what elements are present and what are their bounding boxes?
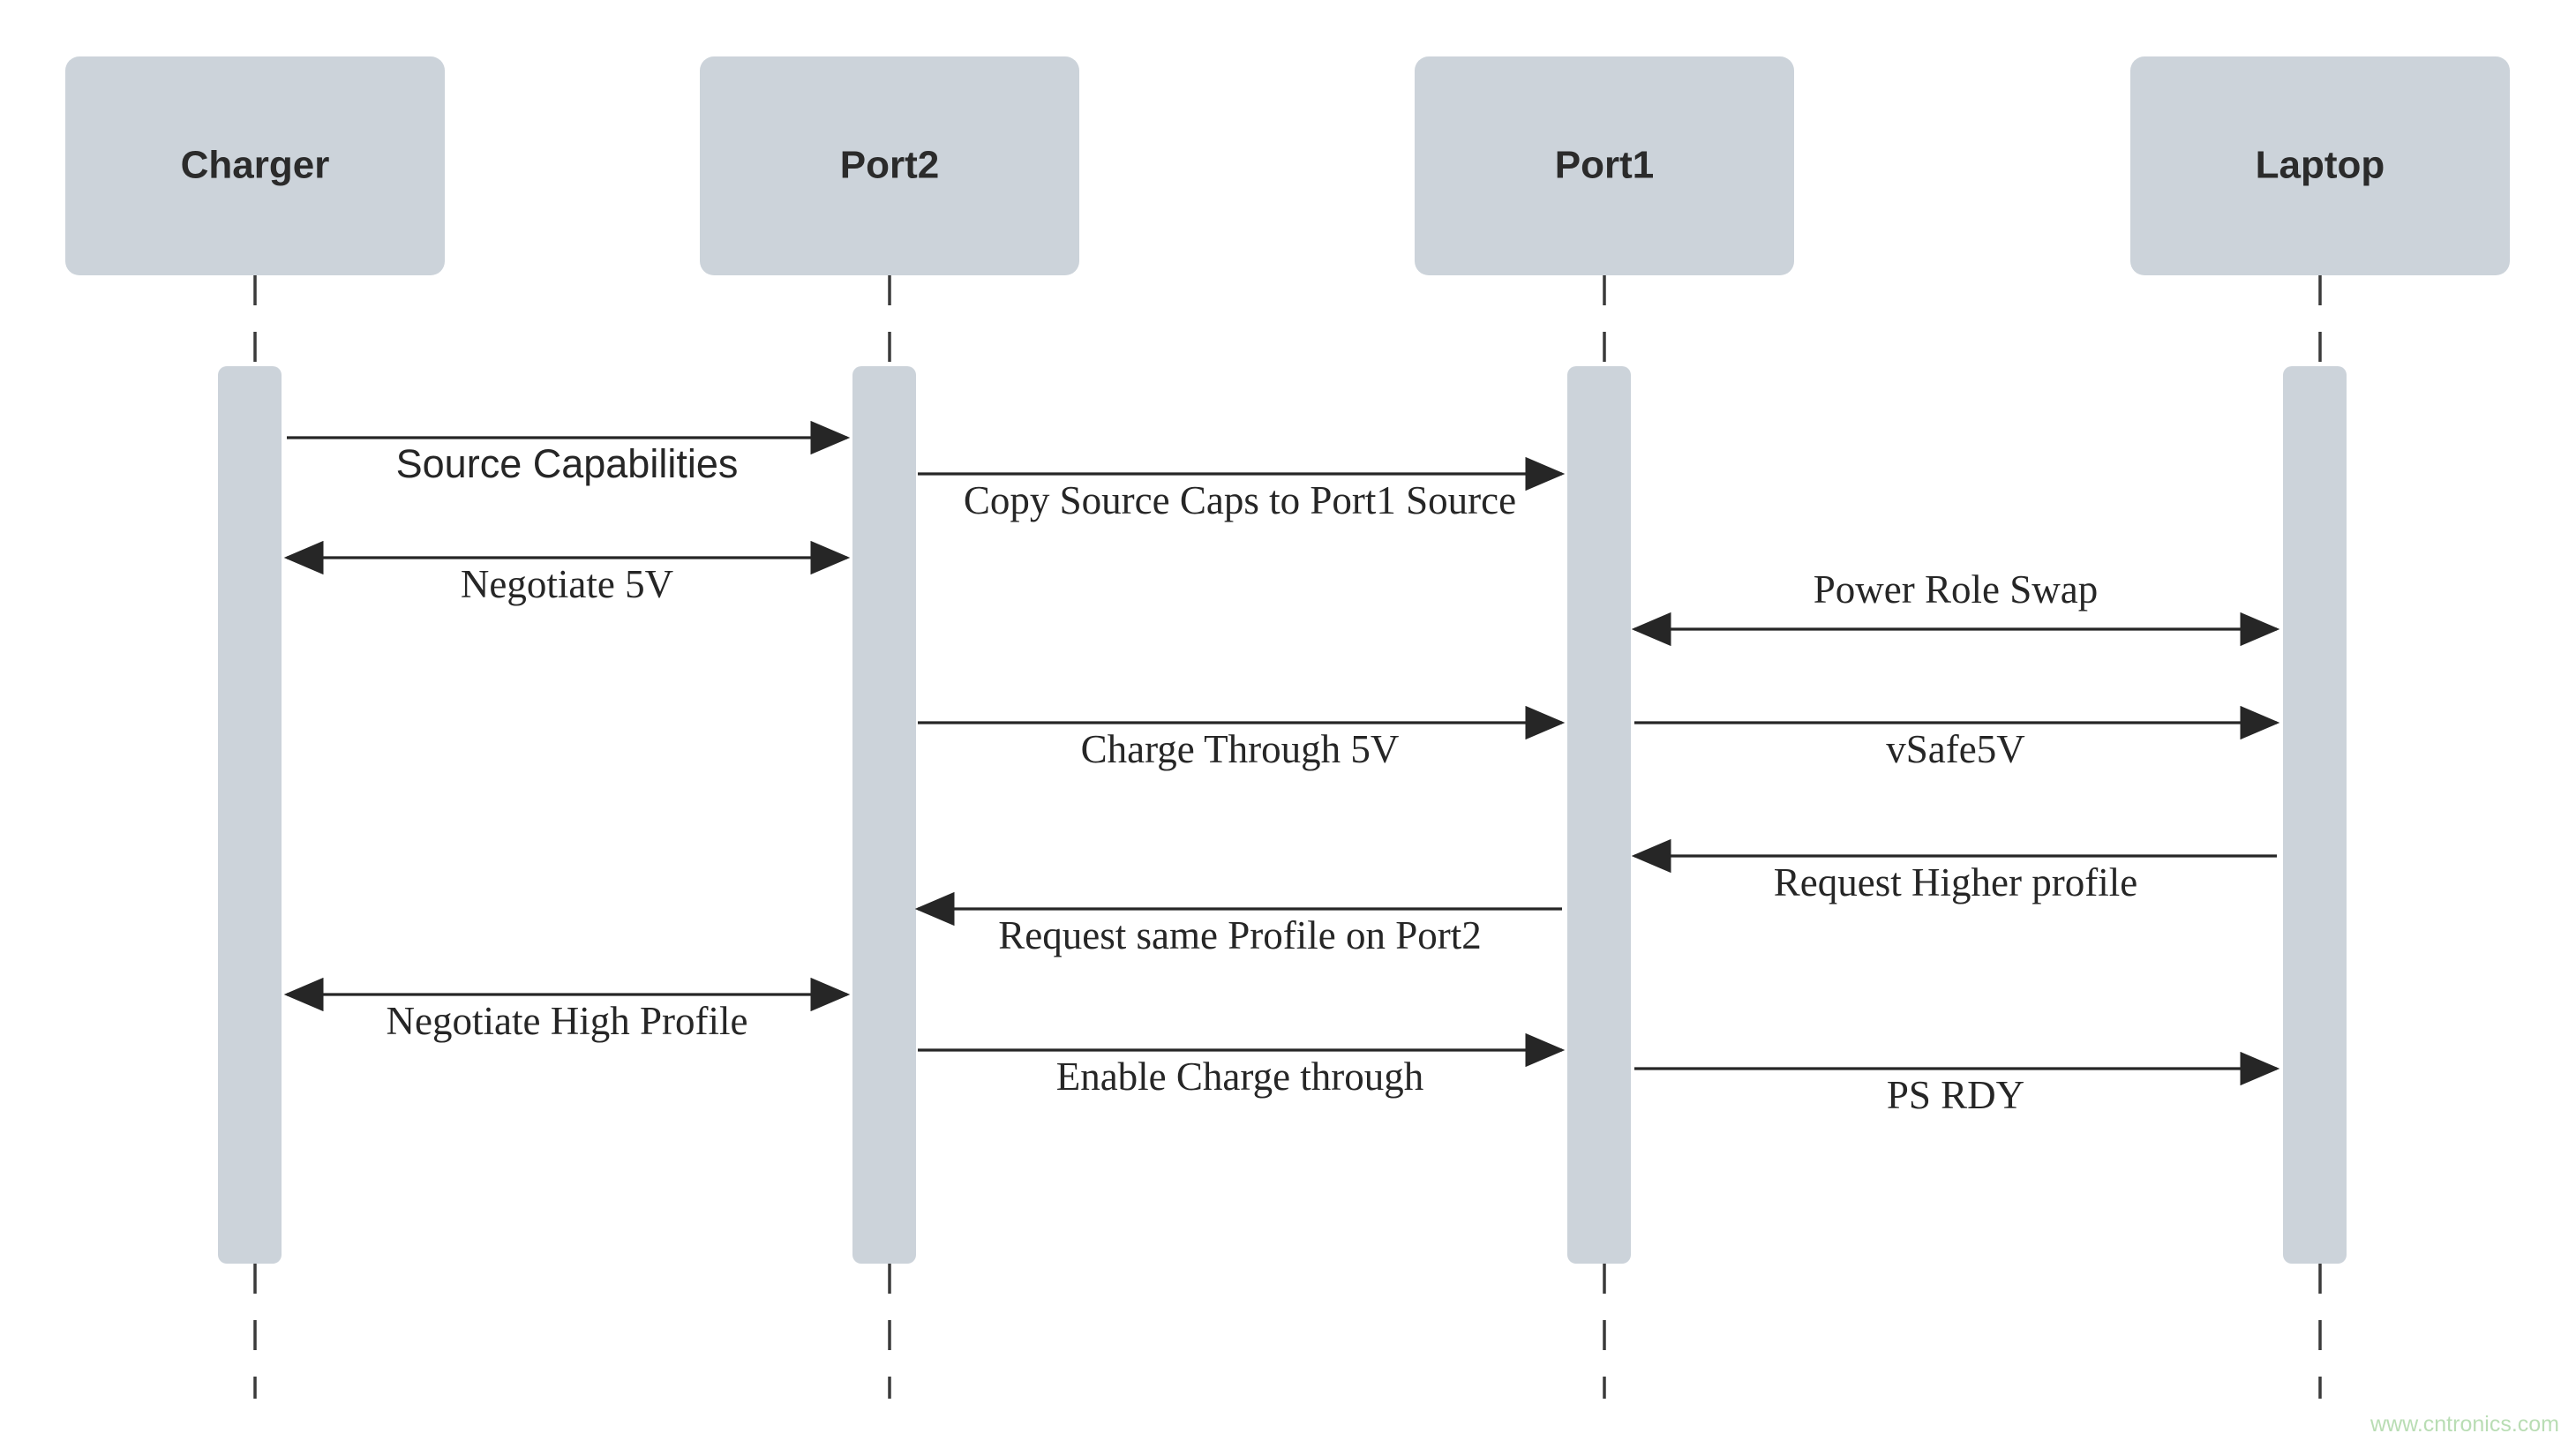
activation-bar-port2 [852, 366, 916, 1264]
participant-box-laptop[interactable] [2130, 56, 2510, 275]
message-label-m9: Negotiate High Profile [387, 999, 748, 1043]
participant-label-port1: Port1 [1555, 144, 1654, 187]
activation-bar-charger [218, 366, 282, 1264]
watermark: www.cntronics.com [2369, 1412, 2559, 1437]
message-label-m8: Request same Profile on Port2 [998, 913, 1481, 957]
message-m11[interactable]: PS RDY [1634, 1051, 2280, 1117]
activations-layer [218, 366, 2347, 1264]
message-label-m6: vSafe5V [1886, 727, 2024, 771]
message-m4[interactable]: Power Role Swap [1631, 567, 2280, 647]
participant-box-port2[interactable] [700, 56, 1079, 275]
participant-label-charger: Charger [181, 144, 330, 187]
participant-charger[interactable]: Charger [65, 56, 445, 275]
message-m9[interactable]: Negotiate High Profile [283, 977, 851, 1043]
participant-laptop[interactable]: Laptop [2130, 56, 2510, 275]
message-label-m2: Copy Source Caps to Port1 Source [964, 478, 1516, 522]
message-label-m10: Enable Charge through [1056, 1054, 1424, 1099]
participant-label-laptop: Laptop [2256, 144, 2385, 187]
message-m2[interactable]: Copy Source Caps to Port1 Source [918, 456, 1566, 522]
participant-box-port1[interactable] [1415, 56, 1794, 275]
message-label-m7: Request Higher profile [1774, 860, 2137, 904]
participants-layer: Charger Port2 Port1 Laptop [65, 56, 2510, 275]
message-label-m1: Source Capabilities [396, 441, 739, 486]
message-label-m5: Charge Through 5V [1081, 727, 1400, 771]
message-m3[interactable]: Negotiate 5V [283, 540, 851, 606]
message-label-m3: Negotiate 5V [461, 562, 673, 606]
participant-port2[interactable]: Port2 [700, 56, 1079, 275]
participant-port1[interactable]: Port1 [1415, 56, 1794, 275]
lifelines-layer [253, 275, 2322, 1399]
message-label-m11: PS RDY [1887, 1073, 2024, 1117]
message-m8[interactable]: Request same Profile on Port2 [914, 891, 1562, 957]
message-m7[interactable]: Request Higher profile [1631, 838, 2277, 904]
message-m1[interactable]: Source Capabilities [287, 420, 851, 486]
message-m5[interactable]: Charge Through 5V [918, 705, 1566, 771]
message-m6[interactable]: vSafe5V [1634, 705, 2280, 771]
participant-label-port2: Port2 [840, 144, 939, 187]
message-m10[interactable]: Enable Charge through [918, 1032, 1566, 1099]
participant-box-charger[interactable] [65, 56, 445, 275]
activation-bar-port1 [1567, 366, 1631, 1264]
activation-bar-laptop [2283, 366, 2347, 1264]
message-label-m4: Power Role Swap [1814, 567, 2098, 612]
